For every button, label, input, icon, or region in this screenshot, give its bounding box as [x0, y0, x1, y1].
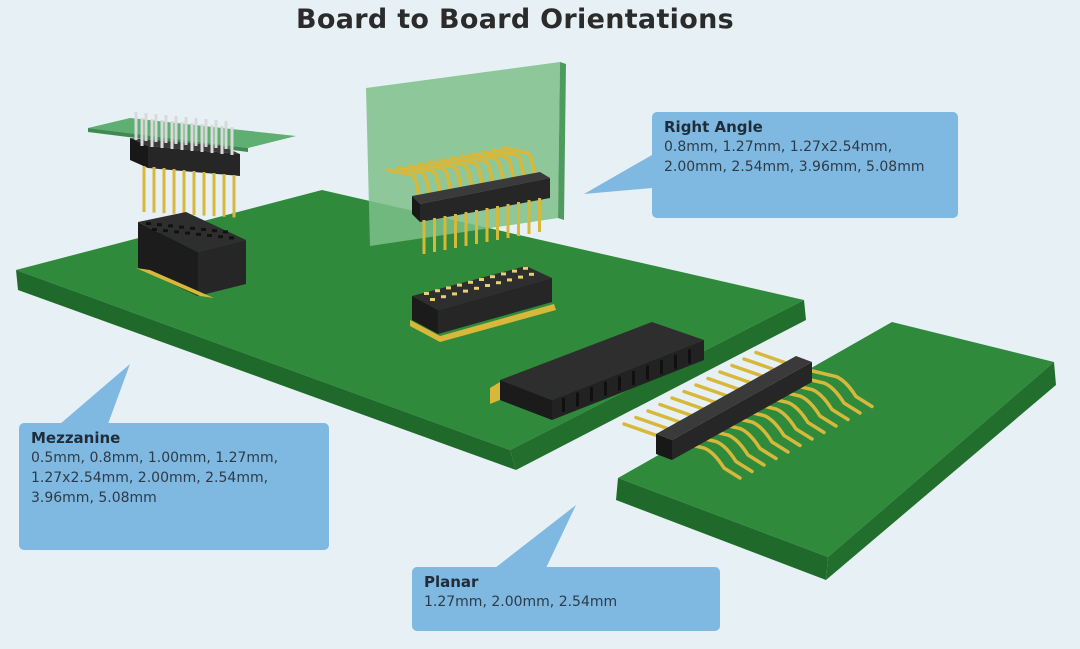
- pin: [740, 399, 814, 441]
- pin: [417, 162, 454, 196]
- socket-slot: [660, 360, 663, 375]
- socket-slot: [632, 371, 635, 385]
- pin: [480, 150, 517, 184]
- socket-slot: [157, 223, 162, 227]
- pin: [788, 373, 862, 415]
- socket-slot: [168, 224, 173, 228]
- mezzanine-male-header: [130, 112, 240, 218]
- pin: [728, 405, 802, 448]
- socket-pad: [512, 269, 517, 273]
- socket-slot: [562, 398, 565, 412]
- right-angle-socket: [410, 266, 556, 342]
- mezzanine-female-socket: [136, 212, 246, 298]
- pin: [428, 160, 464, 194]
- socket-slot: [618, 376, 621, 391]
- socket-pad: [523, 266, 528, 270]
- planar-edge-socket: [490, 322, 704, 420]
- socket-pad: [463, 289, 468, 293]
- socket-slot: [576, 392, 579, 407]
- pin: [752, 392, 826, 435]
- socket-slot: [223, 230, 228, 234]
- pin: [668, 438, 742, 480]
- socket-pad: [529, 272, 534, 276]
- socket-pad: [430, 298, 435, 301]
- pin: [386, 168, 422, 202]
- socket-pad: [496, 281, 501, 285]
- socket-pad: [452, 292, 457, 296]
- pin: [800, 366, 874, 409]
- socket-slot: [196, 232, 201, 236]
- socket-slot: [604, 381, 607, 396]
- pin: [491, 148, 527, 182]
- socket-slot: [190, 226, 195, 230]
- socket-pad: [435, 289, 440, 293]
- pin: [470, 152, 506, 186]
- right-angle-header: [386, 146, 550, 254]
- socket-slot: [207, 234, 212, 237]
- planar-callout: Planar 1.27mm, 2.00mm, 2.54mm: [412, 567, 720, 631]
- socket-slot: [185, 231, 190, 235]
- socket-pad: [490, 275, 495, 279]
- right-angle-sizes: 0.8mm, 1.27mm, 1.27x2.54mm, 2.00mm, 2.54…: [664, 139, 925, 175]
- socket-slot: [646, 365, 649, 380]
- right-angle-callout: Right Angle 0.8mm, 1.27mm, 1.27x2.54mm, …: [652, 112, 958, 218]
- socket-slot: [146, 222, 151, 225]
- socket-pad: [441, 295, 446, 299]
- planar-label: Planar: [424, 573, 479, 591]
- planar-board: [616, 322, 1056, 580]
- socket-pad: [474, 286, 479, 290]
- socket-slot: [152, 228, 157, 231]
- socket-slot: [674, 354, 677, 369]
- mezzanine-label: Mezzanine: [31, 429, 121, 447]
- page-title: Board to Board Orientations: [296, 4, 734, 35]
- socket-slot: [174, 230, 179, 234]
- pin: [501, 146, 538, 180]
- right-angle-label: Right Angle: [664, 118, 763, 136]
- socket-pad: [501, 272, 506, 276]
- socket-pad: [457, 283, 462, 287]
- socket-pad: [468, 280, 473, 284]
- socket-slot: [201, 228, 206, 231]
- pin: [764, 386, 838, 428]
- socket-pad: [479, 278, 484, 281]
- socket-slot: [218, 235, 223, 239]
- mezzanine-sizes: 0.5mm, 0.8mm, 1.00mm, 1.27mm, 1.27x2.54m…: [31, 450, 279, 506]
- planar-callout-tail: [495, 505, 576, 568]
- socket-pad: [485, 284, 490, 287]
- socket-slot: [229, 236, 234, 240]
- socket-slot: [590, 387, 593, 402]
- pin: [680, 431, 754, 474]
- pin: [692, 425, 766, 467]
- pin: [459, 154, 496, 188]
- pin: [776, 379, 850, 422]
- planar-sizes: 1.27mm, 2.00mm, 2.54mm: [424, 594, 618, 610]
- pin: [407, 164, 443, 198]
- right-angle-callout-tail: [584, 155, 652, 194]
- mezzanine-callout: Mezzanine 0.5mm, 0.8mm, 1.00mm, 1.27mm, …: [19, 423, 329, 550]
- socket-pad: [518, 275, 523, 279]
- socket-slot: [179, 225, 184, 229]
- socket-pad: [424, 292, 429, 295]
- planar-header: [622, 350, 874, 480]
- pin: [449, 156, 485, 190]
- socket-pad: [446, 286, 451, 290]
- pin: [704, 418, 778, 461]
- socket-slot: [212, 229, 217, 233]
- mezzanine-callout-tail: [60, 364, 130, 424]
- pin: [396, 166, 433, 200]
- socket-slot: [163, 229, 168, 233]
- pin: [438, 158, 475, 192]
- socket-slot: [688, 349, 691, 364]
- socket-pad: [507, 278, 512, 282]
- pin: [716, 412, 790, 454]
